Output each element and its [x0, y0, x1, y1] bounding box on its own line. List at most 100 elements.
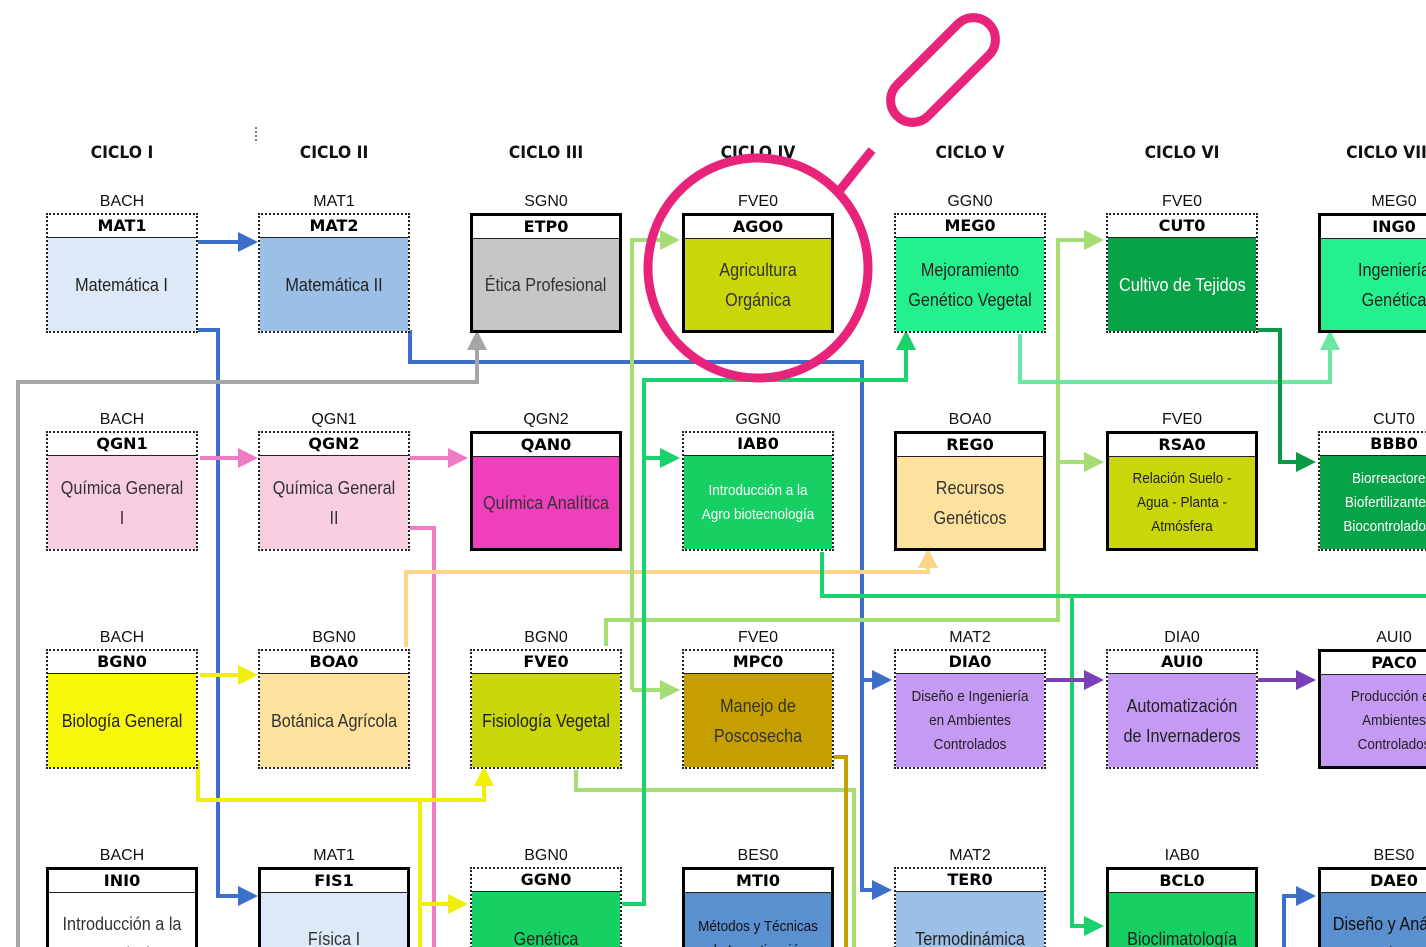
- course-name: Introducción a la Ingeniería: [62, 913, 182, 947]
- course-name: Química Analítica: [482, 492, 610, 513]
- course-code: BBB0: [1320, 433, 1426, 456]
- cycle-header-1: CICLO I: [90, 143, 154, 163]
- course-code: RSA0: [1109, 434, 1255, 457]
- course-name: Introducción a la Agro biotecnología: [701, 481, 815, 523]
- magnifier-neck: [836, 147, 876, 193]
- course-code: BGN0: [48, 651, 196, 674]
- prerequisite-label: FVE0: [1161, 411, 1202, 428]
- column-divider-tick: [255, 127, 259, 141]
- connector-line: [834, 755, 848, 947]
- course-name: Relación Suelo - Agua - Planta - Atmósfe…: [1132, 469, 1232, 535]
- connector-line: [196, 760, 494, 802]
- course-name: Matemática I: [75, 274, 169, 295]
- course-code: PAC0: [1321, 652, 1426, 675]
- connector-line: [1282, 886, 1316, 947]
- prerequisite-label: BACH: [99, 847, 145, 864]
- course-name: Química General II: [272, 477, 396, 528]
- connector-line: [1018, 330, 1340, 384]
- prerequisite-label: BES0: [737, 847, 779, 864]
- prerequisite-label: DIA0: [1164, 629, 1200, 646]
- course-name: Ética Profesional: [485, 274, 607, 295]
- course-code: MEG0: [896, 215, 1044, 238]
- prerequisite-label: SGN0: [524, 193, 568, 210]
- connector-line: [404, 548, 938, 647]
- magnifier-handle: [886, 13, 1000, 127]
- connector-line: [198, 328, 258, 906]
- prerequisite-label: MEG0: [1371, 193, 1417, 210]
- course-name: Termodinámica: [915, 928, 1025, 947]
- prerequisite-label: BGN0: [312, 629, 356, 646]
- course-name: Matemática II: [285, 274, 383, 295]
- cycle-header-6: CICLO VI: [1144, 143, 1220, 163]
- connector-line: [1070, 596, 1104, 936]
- prerequisite-label: BGN0: [524, 847, 568, 864]
- course-name: Fisiología Vegetal: [482, 710, 610, 731]
- prerequisite-label: GGN0: [735, 411, 781, 428]
- course-name: Biología General: [61, 710, 183, 731]
- course-name: Bioclimatología: [1127, 928, 1237, 947]
- cycle-header-3: CICLO III: [508, 143, 584, 163]
- connector-line: [820, 552, 1426, 598]
- course-code: MAT1: [48, 215, 196, 238]
- cycle-header-5: CICLO V: [935, 143, 1005, 163]
- course-name: Diseño y Análisis Experimental: [1332, 913, 1426, 947]
- highlight-ring: [643, 153, 873, 383]
- prerequisite-label: QGN1: [311, 411, 357, 428]
- course-name: Producción en Ambientes Controlados: [1350, 687, 1426, 753]
- course-code: INI0: [49, 870, 195, 893]
- prerequisite-label: BACH: [99, 193, 145, 210]
- prerequisite-label: BACH: [99, 411, 145, 428]
- prerequisite-label: BACH: [99, 629, 145, 646]
- connector-line: [16, 330, 487, 947]
- course-code: BOA0: [260, 651, 408, 674]
- prerequisite-label: IAB0: [1164, 847, 1200, 864]
- course-code: TER0: [896, 869, 1044, 892]
- course-name: Manejo de Poscosecha: [713, 695, 803, 746]
- course-code: AGO0: [685, 216, 831, 239]
- course-code: QGN1: [48, 433, 196, 456]
- course-code: QGN2: [260, 433, 408, 456]
- course-box-bbb0[interactable]: BBB0Biorreactores, Biofertilizantes y Bi…: [1318, 431, 1426, 551]
- course-code: MTI0: [685, 870, 831, 893]
- course-code: GGN0: [472, 869, 620, 892]
- course-code: ING0: [1321, 216, 1426, 239]
- magnifier-icon: [643, 13, 1000, 383]
- course-code: CUT0: [1108, 215, 1256, 238]
- course-name: Agricultura Orgánica: [719, 259, 797, 310]
- prerequisite-label: FVE0: [737, 193, 778, 210]
- course-name: Biorreactores, Biofertilizantes y Biocon…: [1343, 469, 1426, 535]
- connector-line: [630, 230, 680, 690]
- prerequisite-label: MAT1: [313, 847, 355, 864]
- prerequisite-label: BOA0: [948, 411, 992, 428]
- course-code: MPC0: [684, 651, 832, 674]
